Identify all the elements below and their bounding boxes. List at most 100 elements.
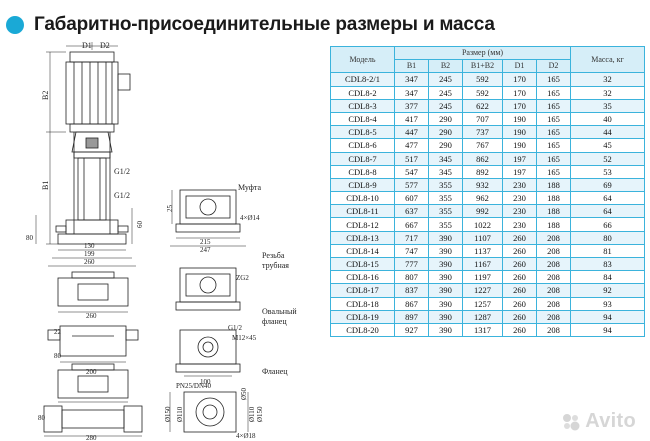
cell-b2: 355 xyxy=(428,217,463,232)
header-mass: Масса, кг xyxy=(570,45,646,74)
label-rezba-2: трубная xyxy=(262,261,289,270)
cell-b1: 577 xyxy=(394,177,429,193)
cell-model: CDL8-9 xyxy=(330,177,395,193)
cell-b1: 377 xyxy=(394,98,429,113)
cell-b1: 897 xyxy=(394,309,429,324)
label-199: 199 xyxy=(84,250,95,258)
cell-b1: 637 xyxy=(394,204,429,219)
cell-b2: 390 xyxy=(428,322,463,338)
cell-b1: 517 xyxy=(394,151,429,166)
label-g-mid: G1/2 xyxy=(114,191,130,200)
cell-b2: 355 xyxy=(428,204,463,219)
label-200: 200 xyxy=(86,368,97,376)
cell-b1b2: 592 xyxy=(462,85,503,100)
cell-b1: 547 xyxy=(394,164,429,179)
label-oval-2: фланец xyxy=(262,317,287,326)
cell-mass: 64 xyxy=(570,204,646,219)
cell-mass: 94 xyxy=(570,309,646,324)
cell-d1: 170 xyxy=(502,98,537,113)
cell-d1: 260 xyxy=(502,283,537,298)
cell-model: CDL8-3 xyxy=(330,98,395,113)
cell-b1: 867 xyxy=(394,296,429,311)
cell-d2: 208 xyxy=(535,283,572,298)
label-4x18: 4×Ø18 xyxy=(236,432,256,440)
cell-model: CDL8-5 xyxy=(330,125,395,140)
cell-model: CDL8-16 xyxy=(330,270,395,285)
avito-watermark-text: Avito xyxy=(585,410,636,432)
cell-d1: 230 xyxy=(502,204,537,219)
cell-d2: 165 xyxy=(535,151,572,166)
cell-b1b2: 1257 xyxy=(462,296,503,311)
label-22: 22 xyxy=(54,328,62,336)
cell-d2: 208 xyxy=(535,322,572,338)
cell-b2: 355 xyxy=(428,191,463,206)
cell-d1: 260 xyxy=(502,270,537,285)
cell-model: CDL8-19 xyxy=(330,309,395,324)
base-side-view-2 xyxy=(59,325,127,357)
cell-mass: 66 xyxy=(570,217,646,232)
cell-model: CDL8-11 xyxy=(330,204,395,219)
label-dn150b: Ø150 xyxy=(256,406,264,422)
cell-model: CDL8-17 xyxy=(330,283,395,298)
header-dims: Размер (мм) xyxy=(393,45,572,61)
cell-model: CDL8-6 xyxy=(330,138,395,153)
cell-b1b2: 1137 xyxy=(462,243,503,259)
cell-d2: 208 xyxy=(535,309,572,324)
label-oval-1: Овальный xyxy=(262,307,297,316)
label-g-oval: G1/2 xyxy=(228,324,243,332)
cell-d2: 165 xyxy=(535,164,572,179)
cell-d2: 188 xyxy=(535,217,572,232)
cell-b1b2: 932 xyxy=(462,177,503,193)
pump-drawing-svg: D1 D2 B2 B1 G1/2 G1/2 80 130 199 260 60 … xyxy=(26,41,297,441)
label-b2: B2 xyxy=(41,91,50,100)
cell-b2: 390 xyxy=(428,230,463,245)
label-100: 100 xyxy=(200,378,211,386)
cell-mass: 69 xyxy=(570,177,646,193)
cell-d1: 170 xyxy=(502,72,537,87)
label-d2: D2 xyxy=(100,41,110,50)
cell-b2: 390 xyxy=(428,243,463,259)
cell-d1: 230 xyxy=(502,217,537,232)
cell-d2: 208 xyxy=(535,243,572,259)
cell-d1: 190 xyxy=(502,138,537,153)
cell-b1: 747 xyxy=(394,243,429,259)
cell-d1: 260 xyxy=(502,322,537,338)
label-25: 25 xyxy=(166,205,174,213)
label-60: 60 xyxy=(136,221,144,229)
cell-d1: 230 xyxy=(502,191,537,206)
cell-model: CDL8-2/1 xyxy=(330,72,395,87)
cell-mass: 32 xyxy=(570,85,646,100)
cell-mass: 45 xyxy=(570,138,646,153)
cell-d2: 208 xyxy=(535,230,572,245)
cell-model: CDL8-12 xyxy=(330,217,395,232)
page-title: Габаритно-присоединительные размеры и ма… xyxy=(34,14,495,35)
cell-d2: 208 xyxy=(535,296,572,311)
cell-d1: 260 xyxy=(502,309,537,324)
label-b1: B1 xyxy=(41,181,50,190)
cell-b1: 777 xyxy=(394,256,429,272)
cell-b1: 837 xyxy=(394,283,429,298)
label-dn150: Ø150 xyxy=(164,406,172,422)
cell-d2: 165 xyxy=(535,72,572,87)
cell-model: CDL8-13 xyxy=(330,230,395,245)
cell-b1b2: 892 xyxy=(462,164,503,179)
cell-b1: 607 xyxy=(394,191,429,206)
label-zg2: ZG2 xyxy=(236,274,249,282)
cell-d1: 197 xyxy=(502,151,537,166)
label-mufta: Муфта xyxy=(238,183,261,192)
cell-b1b2: 962 xyxy=(462,191,503,206)
dimensions-table: Модель Размер (мм) Масса, кг B1 B2 B1+B2… xyxy=(330,45,646,338)
cell-d1: 170 xyxy=(502,85,537,100)
label-215: 215 xyxy=(200,238,211,246)
cell-b1b2: 622 xyxy=(462,98,503,113)
label-m12: M12×45 xyxy=(232,334,257,342)
label-pn: PN25/DN40 xyxy=(176,382,212,390)
